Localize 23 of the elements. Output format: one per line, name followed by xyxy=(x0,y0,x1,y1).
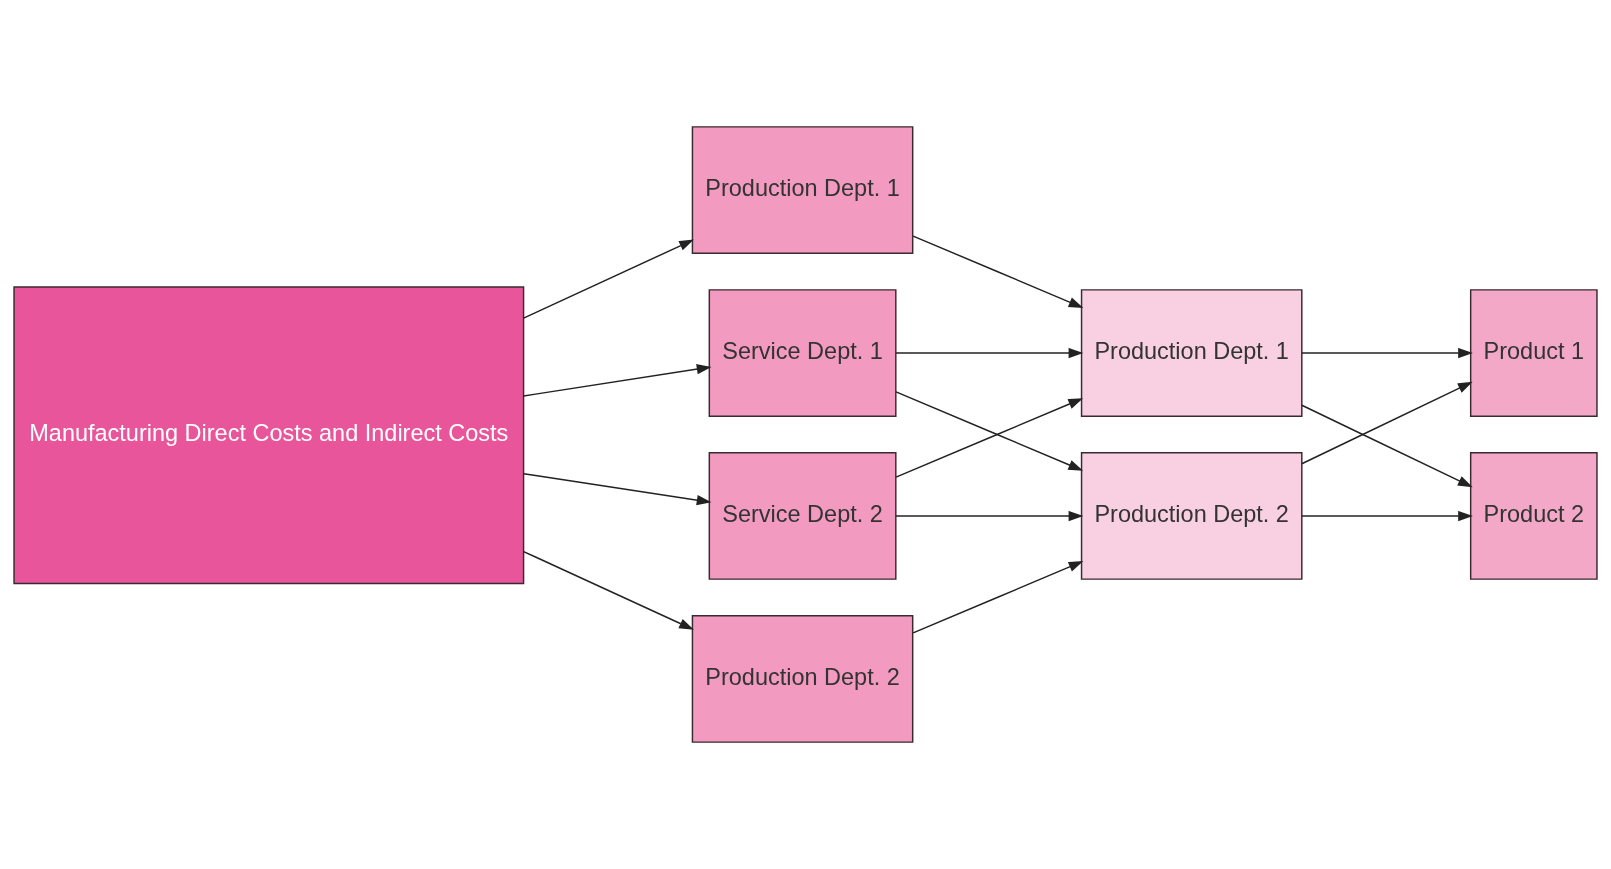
arrow xyxy=(1301,510,1473,522)
node-box: Service Dept. 1 xyxy=(708,289,897,417)
arrow xyxy=(522,550,694,630)
node-box: Production Dept. 1 xyxy=(1080,289,1303,417)
arrow xyxy=(912,235,1084,308)
arrow xyxy=(895,347,1084,359)
node-box: Product 2 xyxy=(1469,452,1598,580)
arrow xyxy=(1301,347,1473,359)
node-box: Manufacturing Direct Costs and Indirect Costs xyxy=(13,286,525,585)
arrow xyxy=(1301,381,1473,465)
arrow xyxy=(522,364,712,397)
arrow xyxy=(522,239,694,319)
node-box: Production Dept. 2 xyxy=(1080,452,1303,580)
arrow xyxy=(912,561,1084,634)
arrow xyxy=(1301,404,1473,488)
node-box: Production Dept. 1 xyxy=(691,126,914,254)
node-box: Service Dept. 2 xyxy=(708,452,897,580)
arrow xyxy=(895,398,1084,478)
node-box: Product 1 xyxy=(1469,289,1598,417)
arrow xyxy=(522,473,712,506)
node-box: Production Dept. 2 xyxy=(691,615,914,743)
arrow xyxy=(895,510,1084,522)
arrow xyxy=(895,391,1084,471)
